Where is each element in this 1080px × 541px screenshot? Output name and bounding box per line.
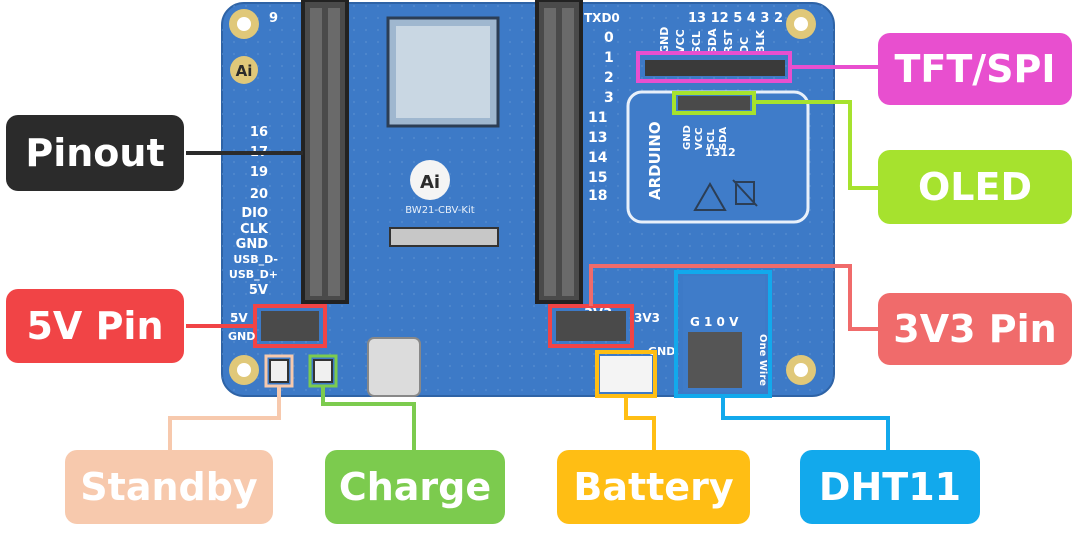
svg-text:GND: GND bbox=[682, 125, 693, 150]
callout-oled: OLED bbox=[878, 150, 1072, 224]
svg-text:2: 2 bbox=[604, 70, 614, 86]
svg-text:SDA: SDA bbox=[706, 28, 719, 54]
left-pin-labels: 9 16 17 19 20 DIO CLK GND USB_D- USB_D+ … bbox=[229, 11, 278, 298]
svg-text:0: 0 bbox=[604, 30, 614, 46]
svg-text:1: 1 bbox=[604, 50, 614, 66]
svg-text:DIO: DIO bbox=[241, 206, 268, 221]
standby-led bbox=[269, 359, 289, 383]
onewire-silkscreen: One Wire bbox=[757, 334, 768, 386]
callout-standby: Standby bbox=[65, 450, 273, 524]
oled-pin-numbers: 1312 bbox=[705, 146, 736, 159]
callout-tft-spi: TFT/SPI bbox=[878, 33, 1072, 105]
svg-text:DC: DC bbox=[738, 37, 751, 54]
svg-text:USB_D-: USB_D- bbox=[233, 253, 278, 266]
svg-text:SDA: SDA bbox=[718, 126, 729, 150]
5v-header bbox=[261, 311, 319, 341]
svg-text:15: 15 bbox=[588, 170, 607, 186]
3v3-header bbox=[556, 311, 626, 341]
svg-text:14: 14 bbox=[588, 150, 608, 166]
svg-text:3: 3 bbox=[604, 90, 614, 106]
right-pin-labels: TXD0 0 1 2 3 11 13 14 15 18 3V3 bbox=[584, 11, 620, 322]
usb-c-port bbox=[367, 337, 421, 397]
svg-text:TXD0: TXD0 bbox=[584, 11, 620, 25]
svg-text:SCL: SCL bbox=[690, 31, 703, 54]
5v-silkscreen: 5V bbox=[230, 311, 248, 325]
svg-text:GND: GND bbox=[658, 27, 671, 54]
svg-text:SCL: SCL bbox=[706, 128, 717, 150]
callout-5v-pin: 5V Pin bbox=[6, 289, 184, 363]
charge-led bbox=[313, 359, 333, 383]
module-label: ARDUINO bbox=[646, 121, 664, 200]
svg-text:9: 9 bbox=[269, 11, 278, 26]
3v3-silkscreen: 3V3 bbox=[634, 311, 660, 325]
svg-text:19: 19 bbox=[250, 165, 268, 180]
svg-text:GND: GND bbox=[236, 237, 269, 252]
gnd-silkscreen: GND bbox=[228, 330, 255, 343]
callout-dht11: DHT11 bbox=[800, 450, 980, 524]
right-header-strip bbox=[535, 0, 583, 304]
svg-text:VCC: VCC bbox=[674, 29, 687, 54]
right-header-pins bbox=[544, 8, 574, 296]
kit-silkscreen: BW21-CBV-Kit bbox=[405, 205, 474, 216]
left-header-pins bbox=[310, 8, 340, 296]
gio-silkscreen: G 1 0 V bbox=[690, 315, 739, 329]
svg-text:11: 11 bbox=[588, 110, 607, 126]
leader-lines bbox=[168, 65, 890, 450]
svg-text:Ai: Ai bbox=[420, 172, 440, 193]
esd-icon bbox=[693, 179, 758, 211]
left-header-strip bbox=[301, 0, 349, 304]
svg-text:VCC: VCC bbox=[694, 128, 705, 150]
callout-charge: Charge bbox=[325, 450, 505, 524]
oled-pin-names: GND VCC SCL SDA bbox=[682, 125, 729, 150]
battery-connector bbox=[600, 356, 652, 392]
svg-text:USB_D+: USB_D+ bbox=[229, 268, 278, 281]
top-pin-names: GND VCC SCL SDA RST DC BLK bbox=[658, 27, 767, 54]
svg-text:RST: RST bbox=[722, 30, 735, 54]
svg-text:Ai: Ai bbox=[236, 62, 253, 80]
camera-connector bbox=[389, 227, 499, 247]
board-logo-icon: Ai bbox=[410, 160, 450, 200]
callout-pinout: Pinout bbox=[6, 115, 184, 191]
top-pin-numbers: 13 12 5 4 3 2 bbox=[688, 11, 783, 26]
tft-spi-connector bbox=[645, 60, 785, 76]
svg-text:20: 20 bbox=[250, 187, 268, 202]
oled-connector bbox=[678, 96, 750, 110]
svg-text:16: 16 bbox=[250, 125, 268, 140]
svg-text:13: 13 bbox=[588, 130, 607, 146]
callout-battery: Battery bbox=[557, 450, 750, 524]
svg-text:CLK: CLK bbox=[240, 222, 269, 237]
svg-text:BLK: BLK bbox=[754, 30, 767, 54]
ai-logo-icon: Ai bbox=[230, 56, 258, 84]
mounting-hole-icon bbox=[229, 9, 816, 385]
callout-3v3-pin: 3V3 Pin bbox=[878, 293, 1072, 365]
svg-text:18: 18 bbox=[588, 188, 607, 204]
svg-text:5V: 5V bbox=[249, 283, 268, 298]
